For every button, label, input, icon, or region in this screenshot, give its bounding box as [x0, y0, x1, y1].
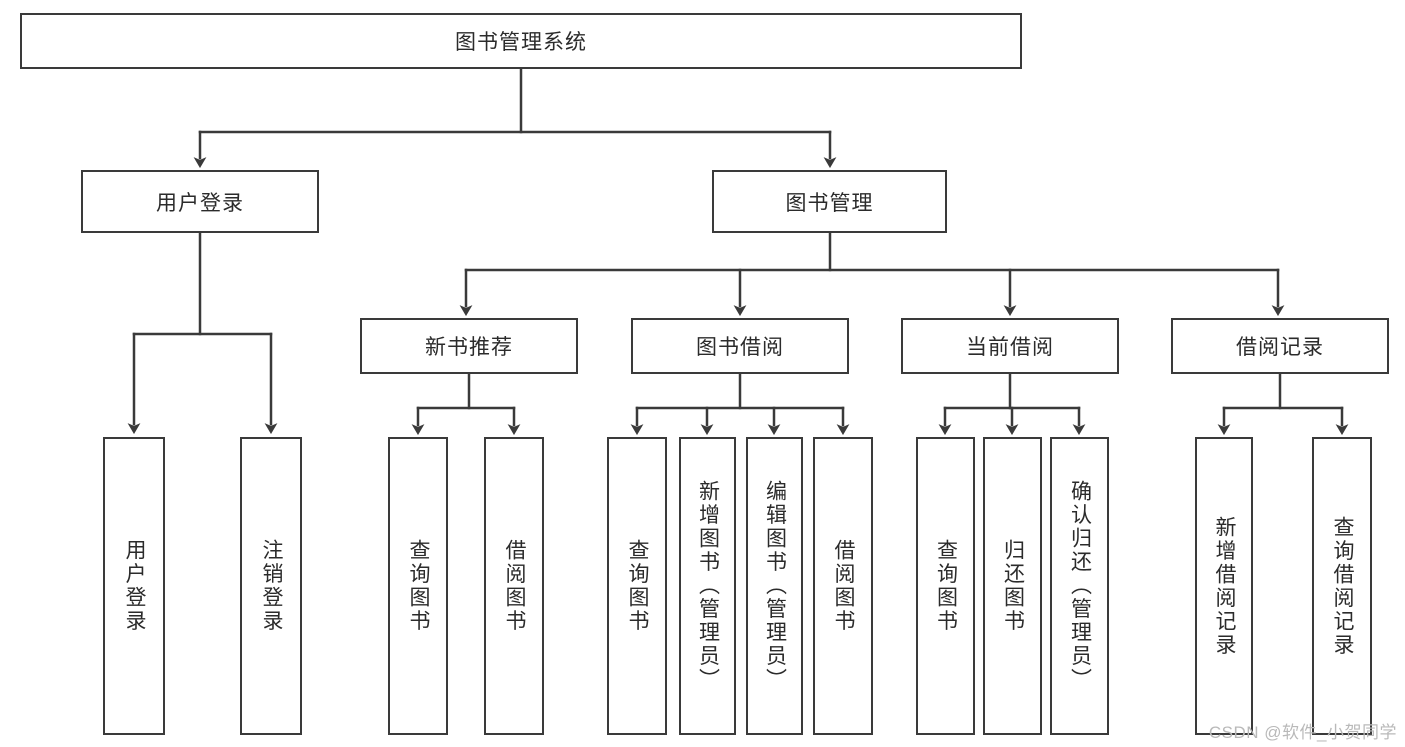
- leaf-current-query-book[interactable]: 查询图书: [916, 437, 975, 735]
- leaf-borrow-edit-book-admin-label: 编辑图书（管理员）: [763, 480, 787, 692]
- watermark: CSDN @软件_小贺同学: [1208, 723, 1397, 742]
- leaf-borrow-query-book-label: 查询图书: [626, 539, 650, 633]
- leaf-current-confirm-return-admin[interactable]: 确认归还（管理员）: [1050, 437, 1109, 735]
- leaf-current-return-book-label: 归还图书: [1001, 539, 1025, 633]
- leaf-records-add-record[interactable]: 新增借阅记录: [1195, 437, 1253, 735]
- node-current-borrow-label: 当前借阅: [966, 336, 1054, 359]
- leaf-current-return-book[interactable]: 归还图书: [983, 437, 1042, 735]
- node-current-borrow[interactable]: 当前借阅: [901, 318, 1119, 374]
- node-user-login-label: 用户登录: [156, 191, 244, 215]
- leaf-user-logout[interactable]: 注销登录: [240, 437, 302, 735]
- leaf-borrow-lend-book[interactable]: 借阅图书: [813, 437, 873, 735]
- node-book-management-label: 图书管理: [785, 191, 874, 215]
- leaf-newbook-query-book[interactable]: 查询图书: [388, 437, 448, 735]
- leaf-user-login-label: 用户登录: [123, 539, 147, 633]
- node-root-label: 图书管理系统: [455, 31, 587, 54]
- leaf-records-add-record-label: 新增借阅记录: [1213, 515, 1237, 657]
- node-root[interactable]: 图书管理系统: [20, 13, 1022, 69]
- leaf-borrow-lend-book-label: 借阅图书: [832, 539, 856, 633]
- node-book-borrow-label: 图书借阅: [696, 336, 784, 359]
- node-book-management[interactable]: 图书管理: [712, 170, 947, 233]
- leaf-newbook-borrow-book[interactable]: 借阅图书: [484, 437, 544, 735]
- node-new-book-recommend-label: 新书推荐: [425, 336, 513, 359]
- leaf-borrow-add-book-admin-label: 新增图书（管理员）: [696, 480, 720, 692]
- leaf-borrow-add-book-admin[interactable]: 新增图书（管理员）: [679, 437, 736, 735]
- leaf-borrow-query-book[interactable]: 查询图书: [607, 437, 667, 735]
- leaf-newbook-borrow-book-label: 借阅图书: [503, 539, 527, 633]
- leaf-records-query-record-label: 查询借阅记录: [1331, 515, 1355, 657]
- leaf-user-logout-label: 注销登录: [260, 539, 284, 633]
- leaf-newbook-query-book-label: 查询图书: [407, 539, 431, 633]
- leaf-user-login[interactable]: 用户登录: [103, 437, 165, 735]
- node-borrow-records[interactable]: 借阅记录: [1171, 318, 1389, 374]
- leaf-records-query-record[interactable]: 查询借阅记录: [1312, 437, 1372, 735]
- node-borrow-records-label: 借阅记录: [1236, 336, 1324, 359]
- leaf-borrow-edit-book-admin[interactable]: 编辑图书（管理员）: [746, 437, 803, 735]
- node-book-borrow[interactable]: 图书借阅: [631, 318, 849, 374]
- node-user-login[interactable]: 用户登录: [81, 170, 319, 233]
- leaf-current-query-book-label: 查询图书: [934, 539, 958, 633]
- node-new-book-recommend[interactable]: 新书推荐: [360, 318, 578, 374]
- leaf-current-confirm-return-admin-label: 确认归还（管理员）: [1068, 480, 1092, 692]
